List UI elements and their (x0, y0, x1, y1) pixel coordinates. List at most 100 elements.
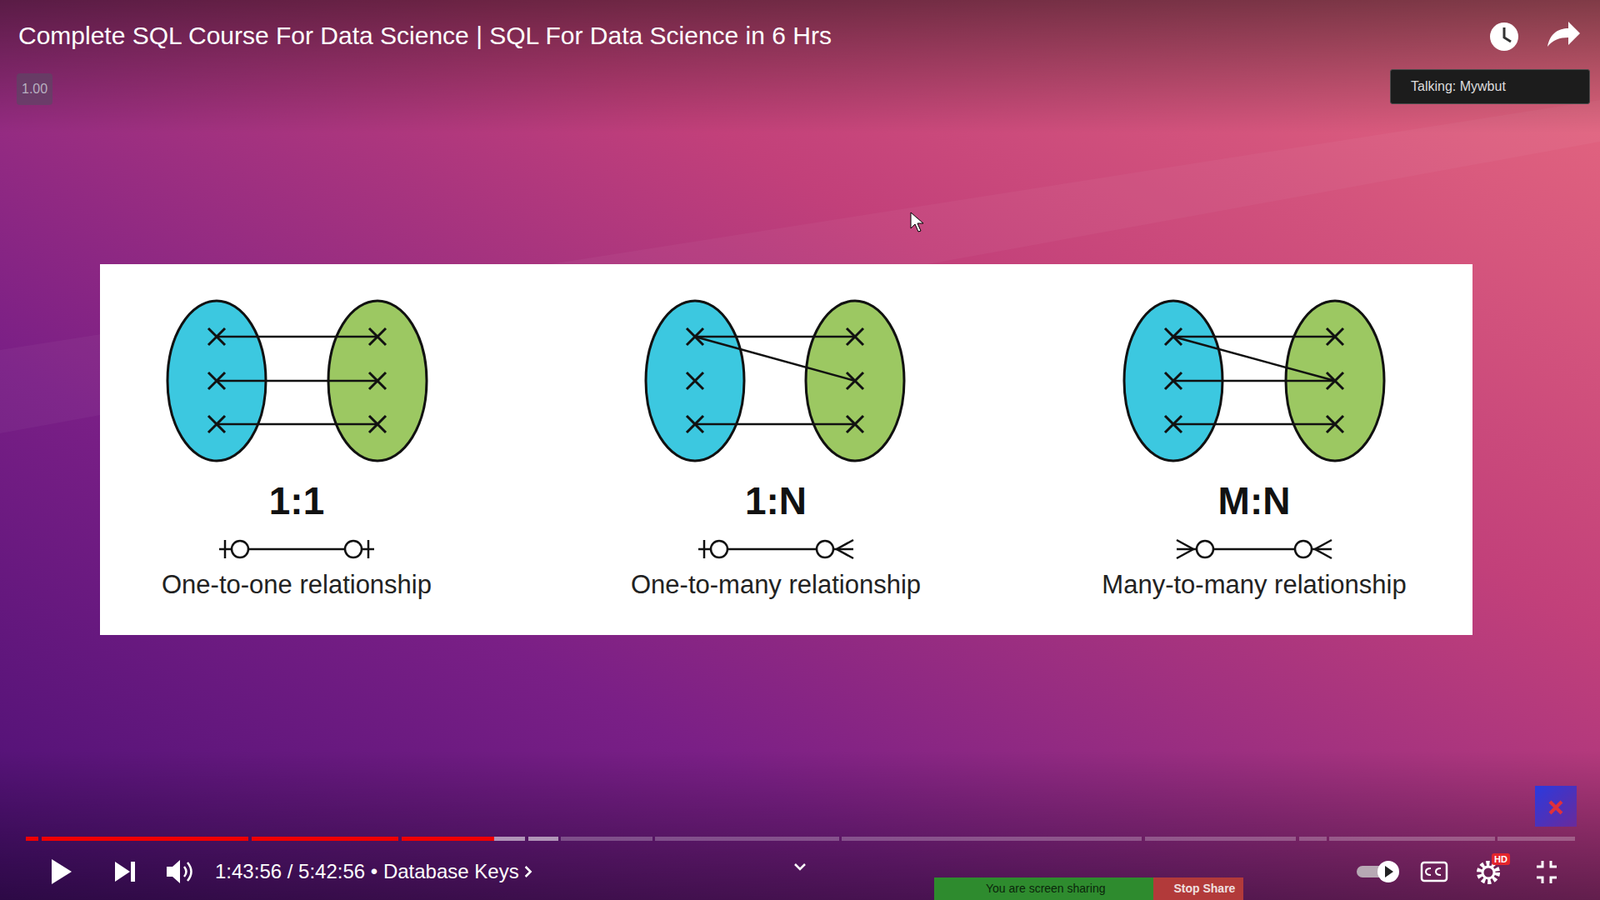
relationship-name: Many-to-many relationship (1101, 570, 1406, 600)
element-mark (369, 415, 386, 433)
speaker-tooltip: Talking: Mywbut (1390, 69, 1590, 105)
progress-bar (251, 836, 399, 841)
mapping-line (695, 423, 855, 426)
element-mark (846, 415, 864, 433)
player-control (1385, 865, 1394, 878)
progress-bar (25, 836, 1575, 841)
stop-share-button: Stop Share (1153, 877, 1244, 900)
progress-bar (1497, 836, 1575, 841)
set-ellipse (805, 300, 905, 461)
progress-bar (1329, 836, 1495, 841)
cardinality-label: M:N (1218, 478, 1291, 524)
player-control (184, 866, 187, 877)
top-icon (1490, 22, 1519, 51)
corner-logo (1550, 801, 1562, 814)
crowfoot-notation (1315, 540, 1332, 559)
element-mark (686, 328, 704, 345)
set-ellipse (167, 300, 1385, 461)
mapping-line (216, 380, 378, 383)
crowfoot-notation (367, 540, 370, 559)
element-mark (1326, 328, 1344, 345)
top-icon (1547, 21, 1580, 47)
element-mark (686, 415, 704, 433)
mapping-line (695, 335, 855, 339)
chapter-chevron (525, 866, 531, 877)
element-mark (1165, 372, 1182, 390)
element-mark (1165, 328, 1182, 345)
player-control (1479, 863, 1498, 882)
player-control (1536, 860, 1557, 884)
mouse-cursor (910, 212, 924, 232)
cardinality-label: 1:1 (269, 478, 325, 524)
crowfoot-notation (703, 540, 706, 559)
mapping-line (695, 336, 855, 381)
element-mark (369, 372, 386, 390)
player-control (1482, 866, 1495, 879)
player-control (115, 861, 130, 882)
mapping-line (1173, 336, 1335, 381)
element-mark (846, 328, 864, 345)
crowfoot-notation (710, 540, 728, 558)
cardinality-label: 1:N (745, 478, 807, 524)
element-mark (1165, 415, 1182, 433)
progress-bar (41, 836, 249, 841)
progress-bar (528, 836, 559, 841)
player-control (1421, 862, 1447, 881)
box-text: Talking: Mywbut (1410, 79, 1570, 95)
player-control (166, 860, 180, 884)
time-display: 1:43:56 / 5:42:56 • Database Keys (215, 860, 520, 884)
element-mark (208, 372, 225, 390)
element-mark (686, 372, 704, 390)
chapter-chevron (525, 866, 531, 877)
mouse-cursor (910, 212, 924, 232)
progress-bar (560, 836, 653, 841)
crowfoot-notation (231, 540, 249, 558)
player-control (1425, 868, 1441, 875)
progress-bar (841, 836, 1142, 841)
slide-panel (100, 264, 1473, 635)
element-mark (208, 415, 225, 433)
top-icon (1504, 27, 1511, 42)
screen-share-bar: You are screen sharing (934, 877, 1154, 900)
top-icon (1490, 21, 1580, 51)
progress-bar (494, 836, 525, 841)
progress-bar (25, 836, 39, 841)
crowfoot-notation (345, 540, 362, 558)
crowfoot-notation (816, 540, 834, 558)
crowfoot-notation (219, 540, 1332, 559)
progress-bar (1145, 836, 1296, 841)
background (0, 750, 1600, 900)
slide-panel (100, 264, 1473, 635)
player-control (187, 862, 192, 881)
element-mark (208, 328, 1344, 433)
player-control (795, 864, 805, 870)
player-control (130, 861, 135, 882)
progress-bar (401, 836, 495, 841)
set-ellipse (645, 300, 745, 461)
mapping-line (216, 423, 378, 426)
box-text: You are screen sharing (985, 881, 1105, 895)
element-mark (846, 372, 864, 390)
mapping-line (1173, 423, 1335, 426)
crowfoot-notation (836, 540, 854, 559)
element-mark (1326, 415, 1344, 433)
box-text: 1.00 (21, 81, 48, 97)
corner-logo (1535, 785, 1577, 827)
element-mark (208, 328, 225, 345)
player-control (51, 859, 1557, 885)
background (0, 0, 1600, 134)
box-text: Stop Share (1173, 881, 1235, 895)
element-mark (1326, 372, 1344, 390)
video-title: Complete SQL Course For Data Science | S… (18, 21, 832, 50)
corner-logo (1535, 785, 1577, 827)
player-control (1377, 860, 1400, 883)
element-mark (369, 328, 386, 345)
crowfoot-notation (1295, 540, 1312, 558)
progress-bar (1299, 836, 1327, 841)
mapping-line (1173, 335, 1335, 339)
mapping-line (216, 336, 1335, 425)
